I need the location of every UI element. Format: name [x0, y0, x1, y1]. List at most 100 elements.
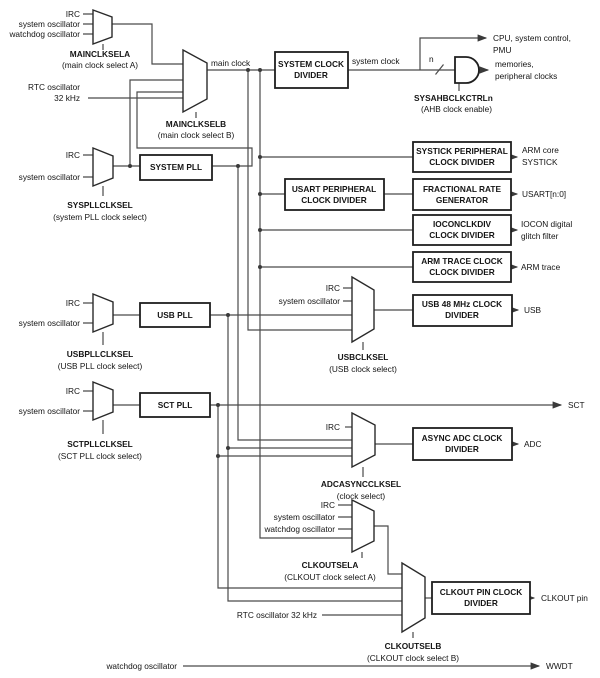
box-label-usb-div-2: DIVIDER: [445, 310, 479, 320]
label-main-clock: main clock: [211, 58, 251, 68]
mux-desc-clkoutselb: (CLKOUT clock select B): [367, 653, 459, 663]
output-adc: ADC: [524, 439, 542, 449]
mux-mainclksela: [92, 8, 113, 46]
box-arm-trace-divider: [412, 251, 512, 283]
label-irc: IRC: [66, 9, 80, 19]
muxes: [92, 8, 426, 634]
junction-dot: [258, 155, 262, 159]
box-clkout-divider: [431, 581, 531, 615]
junction-dot: [246, 68, 250, 72]
box-fractional-rate-generator: [412, 178, 512, 211]
label-ahb-clock-enable: (AHB clock enable): [421, 104, 492, 114]
junction-dot: [226, 313, 230, 317]
junction-dot: [236, 164, 240, 168]
mux-desc-adcasyncclksel: (clock select): [337, 491, 386, 501]
label-rtc-osc-32k: RTC oscillator 32 kHz: [237, 610, 317, 620]
wire-clkouta-out: [374, 525, 402, 575]
label-irc-syspll: IRC: [66, 150, 80, 160]
box-label-system-pll: SYSTEM PLL: [150, 162, 202, 172]
mux-adcasyncclksel: [351, 411, 376, 469]
output-systick-2: SYSTICK: [522, 157, 558, 167]
box-adc-divider: [412, 427, 513, 461]
mux-desc-mainclksela: (main clock select A): [62, 60, 138, 70]
junction-dot: [258, 228, 262, 232]
junction-dot: [258, 68, 262, 72]
label-irc-adc: IRC: [326, 422, 340, 432]
box-usb-pll: [139, 302, 211, 328]
mux-desc-sctpllclksel: (SCT PLL clock select): [58, 451, 142, 461]
box-label-clkout-div-1: CLKOUT PIN CLOCK: [440, 587, 523, 597]
box-label-systick-2: CLOCK DIVIDER: [429, 157, 494, 167]
mux-name-mainclkselb: MAINCLKSELB: [166, 119, 226, 129]
label-system-clock: system clock: [352, 56, 400, 66]
output-systick-1: ARM core: [522, 145, 559, 155]
box-label-usart-div-2: CLOCK DIVIDER: [301, 195, 366, 205]
box-system-clock-divider: [274, 51, 349, 89]
box-label-frg-2: GENERATOR: [436, 195, 488, 205]
label-watchdog-osc-wwdt: watchdog oscillator: [105, 661, 177, 671]
mux-clkoutsela: [351, 498, 375, 554]
output-iocon-2: glitch filter: [521, 231, 559, 241]
label-bus-width-n: n: [429, 54, 434, 64]
output-memories-1: memories,: [495, 59, 534, 69]
box-label-iocon-2: CLOCK DIVIDER: [429, 230, 494, 240]
output-iocon-1: IOCON digital: [521, 219, 572, 229]
box-usb-divider: [412, 294, 513, 327]
mux-name-sctpllclksel: SCTPLLCLKSEL: [67, 439, 132, 449]
mux-desc-usbpllclksel: (USB PLL clock select): [58, 361, 143, 371]
mux-syspllclksel: [92, 146, 114, 188]
box-systick-divider: [412, 141, 512, 173]
junction-dots: [128, 68, 262, 458]
labels: IRC system oscillator watchdog oscillato…: [8, 9, 588, 671]
box-label-sys-div-2: DIVIDER: [294, 70, 328, 80]
box-label-usb-div-1: USB 48 MHz CLOCK: [422, 299, 502, 309]
output-usart: USART[n:0]: [522, 189, 566, 199]
mux-usbpllclksel: [92, 292, 114, 334]
mux-name-adcasyncclksel: ADCASYNCCLKSEL: [321, 479, 401, 489]
output-usb: USB: [524, 305, 542, 315]
mux-name-syspllclksel: SYSPLLCLKSEL: [67, 200, 132, 210]
wire-source-stubs: [83, 13, 93, 412]
junction-dot: [258, 192, 262, 196]
wire-usbclksel-stubs: [343, 287, 352, 302]
label-rtc-osc: RTC oscillator: [28, 82, 80, 92]
box-label-usart-div-1: USART PERIPHERAL: [292, 184, 376, 194]
label-system-osc-syspll: system oscillator: [19, 172, 81, 182]
junction-dot: [216, 403, 220, 407]
box-label-adc-div-2: DIVIDER: [445, 444, 479, 454]
label-watchdog-osc: watchdog oscillator: [8, 29, 80, 39]
label-watchdog-osc-clkouta: watchdog oscillator: [263, 524, 335, 534]
output-memories-2: peripheral clocks: [495, 71, 557, 81]
box-label-sct-pll: SCT PLL: [158, 400, 193, 410]
mux-desc-mainclkselb: (main clock select B): [158, 130, 235, 140]
mux-mainclkselb: [182, 48, 208, 114]
junction-dot: [216, 454, 220, 458]
mux-desc-usbclksel: (USB clock select): [329, 364, 397, 374]
function-boxes: [139, 51, 531, 615]
mux-usbclksel: [351, 275, 375, 344]
wires: [83, 13, 563, 670]
mux-desc-syspllclksel: (system PLL clock select): [53, 212, 147, 222]
label-system-osc-usbclksel: system oscillator: [279, 296, 341, 306]
label-system-osc-usbpll: system oscillator: [19, 318, 81, 328]
mux-sctpllclksel: [92, 380, 114, 422]
box-label-adc-div-1: ASYNC ADC CLOCK: [422, 433, 503, 443]
label-sysahbclkctrl: SYSAHBCLKCTRLn: [414, 93, 493, 103]
mux-clkoutselb: [401, 561, 426, 634]
wire-system-pll-net: [88, 79, 352, 441]
junction-dot: [226, 446, 230, 450]
box-label-armtrace-1: ARM TRACE CLOCK: [421, 256, 503, 266]
wire-usb-pll-net: [113, 314, 402, 602]
wire-bus-slash: [435, 64, 444, 75]
output-cpu-2: PMU: [493, 45, 511, 55]
mux-desc-clkoutsela: (CLKOUT clock select A): [284, 572, 376, 582]
box-label-clkout-div-2: DIVIDER: [464, 598, 498, 608]
label-system-osc-clkouta: system oscillator: [274, 512, 336, 522]
box-label-sys-div-1: SYSTEM CLOCK: [278, 59, 344, 69]
output-sct: SCT: [568, 400, 585, 410]
junction-dot: [128, 164, 132, 168]
mux-name-usbclksel: USBCLKSEL: [338, 352, 389, 362]
box-sct-pll: [139, 392, 211, 418]
label-system-osc: system oscillator: [19, 19, 81, 29]
